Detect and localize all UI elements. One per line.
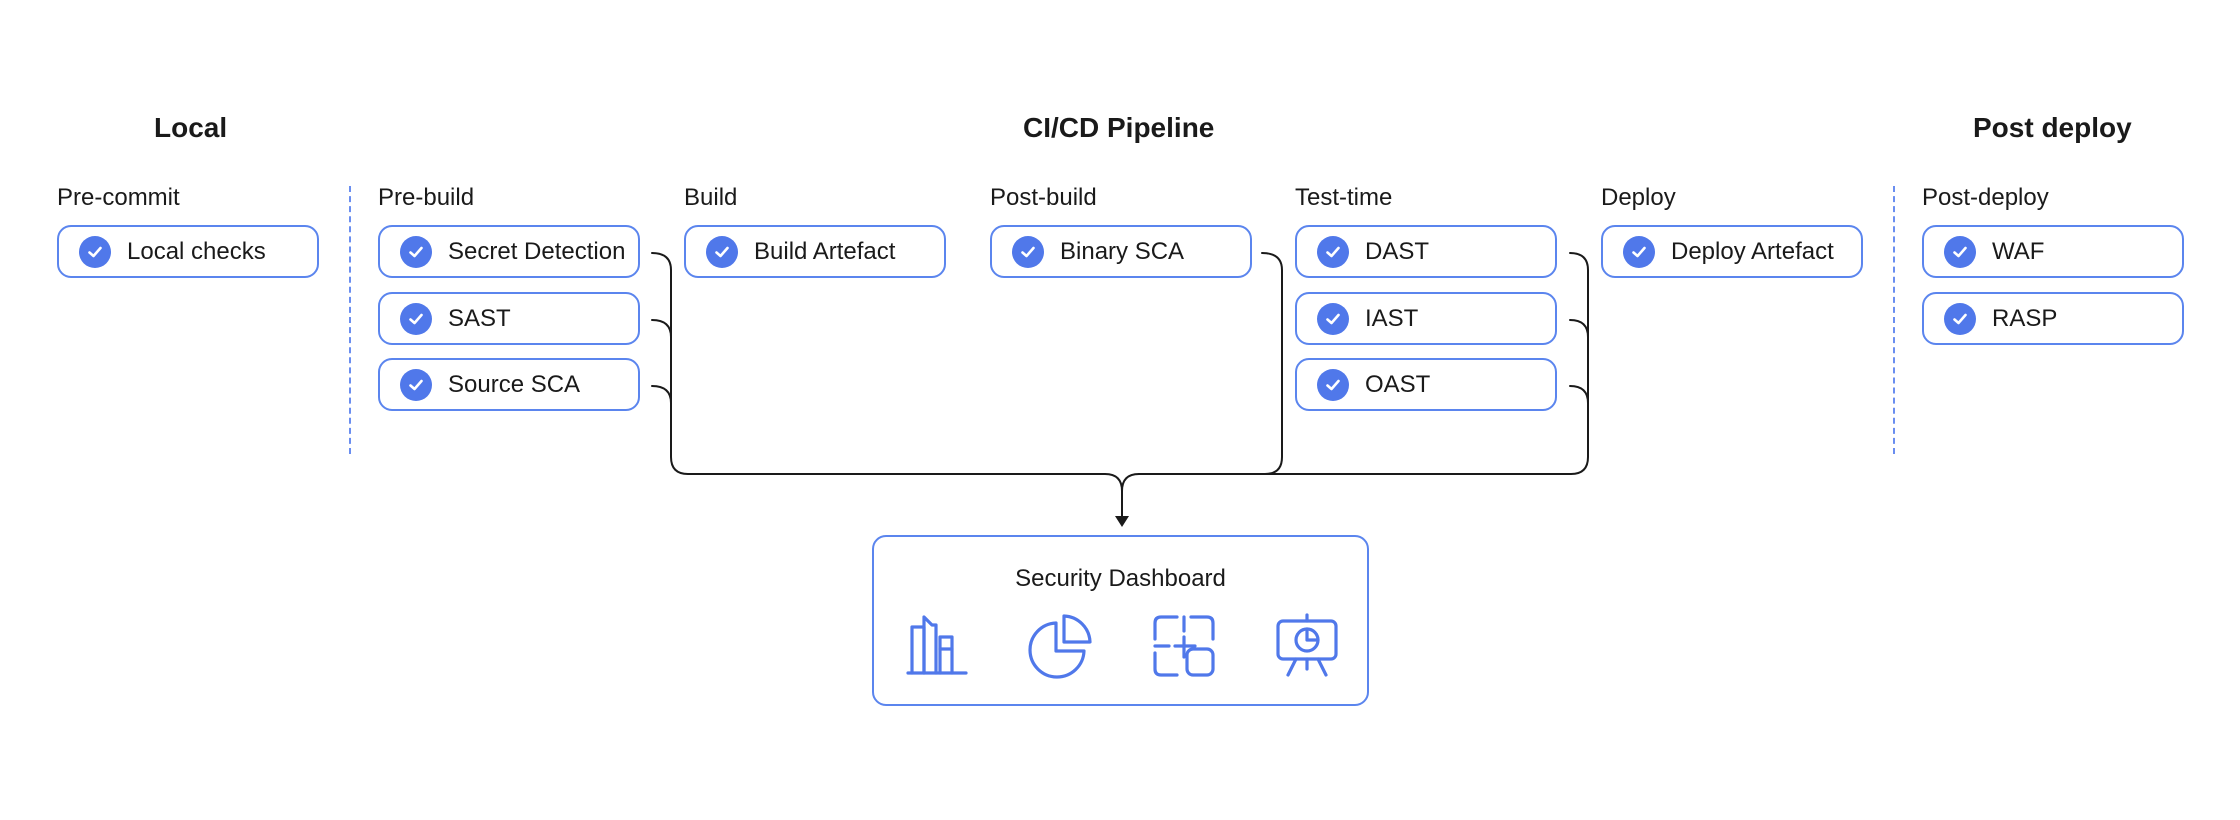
- stage-label-test-time: Test-time: [1295, 184, 1393, 211]
- presentation-board-icon[interactable]: [1274, 613, 1340, 679]
- check-label: RASP: [1992, 304, 2058, 332]
- check-label: Local checks: [127, 237, 266, 265]
- check-label: Build Artefact: [754, 237, 896, 265]
- check-label: Source SCA: [448, 370, 581, 398]
- check-circle-icon: [400, 235, 432, 268]
- check-label: SAST: [448, 304, 511, 332]
- check-dast[interactable]: DAST: [1295, 225, 1557, 278]
- separator-cicd-postdeploy: [1893, 186, 1895, 454]
- check-label: Deploy Artefact: [1671, 237, 1834, 265]
- check-build-artefact[interactable]: Build Artefact: [684, 225, 946, 278]
- check-circle-icon: [79, 235, 111, 268]
- check-binary-sca[interactable]: Binary SCA: [990, 225, 1252, 278]
- check-label: Binary SCA: [1060, 237, 1185, 265]
- check-local-checks[interactable]: Local checks: [57, 225, 319, 278]
- check-oast[interactable]: OAST: [1295, 358, 1557, 411]
- security-dashboard[interactable]: Security Dashboard: [872, 535, 1369, 706]
- check-label: OAST: [1365, 370, 1431, 398]
- stage-label-pre-build: Pre-build: [378, 184, 475, 211]
- check-label: Secret Detection: [448, 237, 626, 265]
- stage-label-build: Build: [684, 184, 738, 211]
- check-circle-icon: [1944, 235, 1976, 268]
- section-title-local: Local: [154, 112, 228, 143]
- check-circle-icon: [1623, 235, 1655, 268]
- check-iast[interactable]: IAST: [1295, 292, 1557, 345]
- check-circle-icon: [1317, 368, 1349, 401]
- section-title-cicd: CI/CD Pipeline: [1023, 112, 1215, 143]
- check-circle-icon: [400, 302, 432, 335]
- stage-label-deploy: Deploy: [1601, 184, 1676, 211]
- check-circle-icon: [1317, 302, 1349, 335]
- stage-label-post-deploy: Post-deploy: [1922, 184, 2049, 211]
- check-waf[interactable]: WAF: [1922, 225, 2184, 278]
- check-circle-icon: [1944, 302, 1976, 335]
- stage-label-post-build: Post-build: [990, 184, 1097, 211]
- check-label: IAST: [1365, 304, 1419, 332]
- bar-chart-icon[interactable]: [904, 613, 970, 679]
- check-circle-icon: [1317, 235, 1349, 268]
- check-label: DAST: [1365, 237, 1430, 265]
- check-label: WAF: [1992, 237, 2045, 265]
- pie-chart-icon[interactable]: [1027, 613, 1093, 679]
- check-rasp[interactable]: RASP: [1922, 292, 2184, 345]
- check-secret-detection[interactable]: Secret Detection: [378, 225, 640, 278]
- check-sast[interactable]: SAST: [378, 292, 640, 345]
- check-source-sca[interactable]: Source SCA: [378, 358, 640, 411]
- stage-label-pre-commit: Pre-commit: [57, 184, 180, 211]
- dashboard-title: Security Dashboard: [1015, 565, 1226, 592]
- separator-local-cicd: [349, 186, 351, 454]
- grid-layout-icon[interactable]: [1151, 613, 1217, 679]
- check-circle-icon: [706, 235, 738, 268]
- check-circle-icon: [1012, 235, 1044, 268]
- section-title-post-deploy: Post deploy: [1973, 112, 2132, 143]
- check-deploy-artefact[interactable]: Deploy Artefact: [1601, 225, 1863, 278]
- check-circle-icon: [400, 368, 432, 401]
